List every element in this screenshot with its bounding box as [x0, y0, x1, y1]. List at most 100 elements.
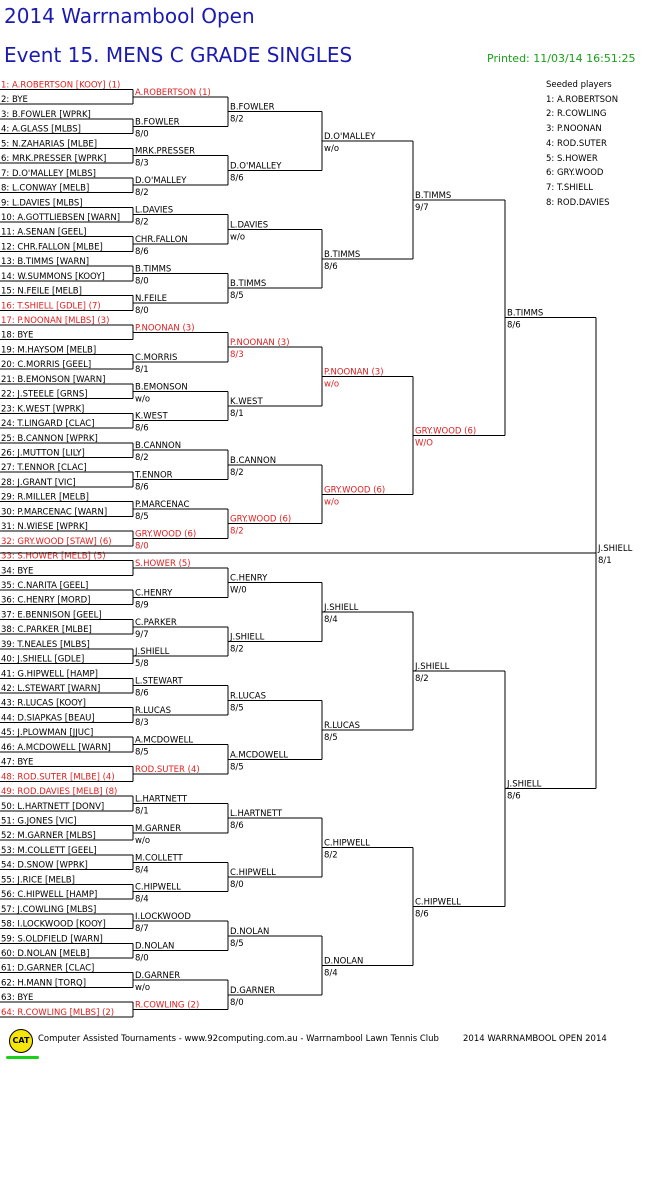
match-score: 8/2: [230, 115, 244, 125]
match-score: 8/0: [135, 129, 149, 139]
match-winner: P.MARCENAC: [135, 500, 189, 510]
match-winner: C.HENRY: [135, 588, 173, 598]
draw-entry: 13: B.TIMMS [WARN]: [1, 257, 89, 267]
match-winner: M.COLLETT: [135, 853, 184, 863]
match-score: 9/7: [415, 203, 429, 213]
match-score: 8/2: [135, 453, 149, 463]
match-score: W/O: [415, 438, 433, 448]
draw-entry: 12: CHR.FALLON [MLBE]: [1, 242, 103, 252]
match-score: 8/6: [135, 689, 149, 699]
match-score: 8/4: [135, 895, 149, 905]
draw-entry: 16: T.SHIELL [GDLE] (7): [1, 301, 101, 311]
match-winner: D.GARNER: [135, 971, 180, 981]
match-score: 8/5: [324, 733, 338, 743]
match-winner: K.WEST: [230, 397, 263, 407]
draw-entry: 34: BYE: [1, 566, 33, 576]
seeded-heading: Seeded players: [546, 80, 612, 90]
match-winner: D.O'MALLEY: [230, 161, 282, 171]
draw-entry: 23: K.WEST [WPRK]: [1, 404, 84, 414]
draw-entry: 30: P.MARCENAC [WARN]: [1, 507, 107, 517]
match-score: w/o: [135, 394, 150, 404]
match-score: 8/0: [135, 277, 149, 287]
match-winner: L.DAVIES: [230, 220, 268, 230]
match-score: w/o: [324, 380, 339, 390]
draw-entry: 21: B.EMONSON [WARN]: [1, 375, 105, 385]
draw-entry: 26: J.MUTTON [LILY]: [1, 449, 85, 459]
match-winner: C.HIPWELL: [324, 839, 370, 849]
draw-entry: 32: GRY.WOOD [STAW] (6): [1, 537, 112, 547]
match-score: 8/3: [230, 350, 244, 360]
draw-entry: 17: P.NOONAN [MLBS] (3): [1, 316, 109, 326]
match-winner: R.COWLING (2): [135, 1001, 199, 1011]
match-winner: D.NOLAN: [324, 956, 363, 966]
match-winner: CHR.FALLON: [135, 235, 188, 245]
match-score: 8/2: [230, 527, 244, 537]
printed-timestamp: Printed: 11/03/14 16:51:25: [487, 52, 636, 65]
match-score: 8/3: [135, 718, 149, 728]
match-score: 8/4: [324, 968, 338, 978]
match-winner: P.NOONAN (3): [230, 338, 290, 348]
match-score: 8/1: [135, 806, 149, 816]
match-winner: C.HENRY: [230, 574, 268, 584]
match-winner: B.TIMMS: [230, 279, 266, 289]
draw-entry: 40: J.SHIELL [GDLE]: [1, 655, 84, 665]
draw-entry: 37: E.BENNISON [GEEL]: [1, 610, 102, 620]
draw-entry: 51: G.JONES [VIC]: [1, 817, 77, 827]
match-winner: C.HIPWELL: [230, 868, 276, 878]
match-winner: L.DAVIES: [135, 206, 173, 216]
match-winner: GRY.WOOD (6): [135, 529, 196, 539]
match-score: 8/0: [135, 954, 149, 964]
match-winner: M.GARNER: [135, 824, 181, 834]
match-winner: A.MCDOWELL: [135, 736, 193, 746]
match-winner: J.SHIELL: [414, 662, 450, 672]
draw-entry: 10: A.GOTTLIEBSEN [WARN]: [1, 213, 120, 223]
match-score: 9/7: [135, 630, 149, 640]
draw-entry: 56: C.HIPWELL [HAMP]: [1, 890, 97, 900]
draw-entry: 47: BYE: [1, 758, 33, 768]
match-winner: B.TIMMS: [415, 191, 451, 201]
footer-credit: Computer Assisted Tournaments - www.92co…: [38, 1034, 439, 1044]
match-winner: D.NOLAN: [135, 942, 174, 952]
match-score: 8/9: [135, 600, 149, 610]
draw-entry: 3: B.FOWLER [WPRK]: [1, 110, 91, 120]
match-score: 8/6: [415, 909, 429, 919]
match-winner: B.FOWLER: [230, 103, 275, 113]
seeded-player: 3: P.NOONAN: [546, 124, 602, 135]
draw-entry: 55: J.RICE [MELB]: [1, 875, 75, 885]
match-winner: B.CANNON: [135, 441, 181, 451]
draw-entry: 41: G.HIPWELL [HAMP]: [1, 669, 98, 679]
seeded-player: 2: R.COWLING: [546, 109, 607, 120]
draw-entry: 15: N.FEILE [MELB]: [1, 287, 82, 297]
match-score: w/o: [135, 983, 150, 993]
draw-entry: 24: T.LINGARD [CLAC]: [1, 419, 95, 429]
match-score: 8/3: [135, 159, 149, 169]
draw-entry: 46: A.MCDOWELL [WARN]: [1, 743, 111, 753]
match-score: 8/7: [135, 924, 149, 934]
draw-entry: 1: A.ROBERTSON [KOOY] (1): [1, 81, 120, 91]
match-score: 5/8: [135, 659, 149, 669]
seeded-player: 7: T.SHIELL: [546, 182, 593, 193]
match-winner: GRY.WOOD (6): [415, 426, 476, 436]
cat-logo: CAT: [9, 1029, 33, 1053]
draw-entry: 33: S.HOWER [MELB] (5): [1, 552, 106, 562]
match-winner: J.SHIELL: [597, 544, 633, 554]
match-score: 8/5: [230, 939, 244, 949]
match-winner: MRK.PRESSER: [135, 147, 195, 157]
draw-entry: 60: D.NOLAN [MELB]: [1, 949, 89, 959]
match-score: w/o: [324, 144, 339, 154]
event-title: Event 15. MENS C GRADE SINGLES: [4, 43, 353, 67]
match-winner: B.TIMMS: [507, 309, 543, 319]
match-score: 8/2: [324, 851, 338, 861]
match-winner: L.HARTNETT: [230, 809, 283, 819]
match-score: 8/5: [230, 703, 244, 713]
match-score: w/o: [324, 497, 339, 507]
match-score: 8/2: [230, 468, 244, 478]
match-score: 8/5: [230, 291, 244, 301]
draw-entry: 54: D.SNOW [WPRK]: [1, 861, 88, 871]
match-winner: I.LOCKWOOD: [135, 912, 191, 922]
seeded-player: 6: GRY.WOOD: [546, 168, 604, 179]
match-score: 8/1: [598, 556, 612, 566]
match-score: 8/2: [230, 645, 244, 655]
draw-entry: 36: C.HENRY [MORD]: [1, 596, 91, 606]
match-score: 8/1: [135, 365, 149, 375]
